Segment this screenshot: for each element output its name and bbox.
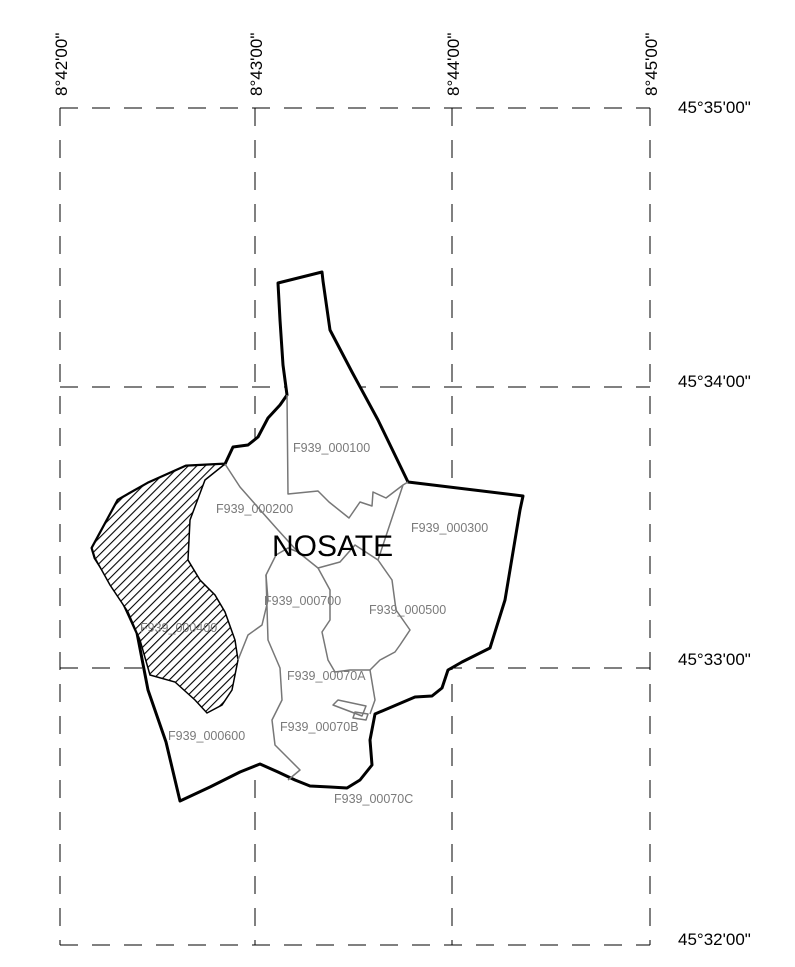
boundary-line [317,567,376,715]
latitude-labels: 45°35'00" 45°34'00" 45°33'00" 45°32'00" [678,98,751,949]
longitude-label: 8°43'00" [247,33,266,96]
parcel-label: F939_000600 [168,729,245,743]
parcel-label: F939_000300 [411,521,488,535]
parcel-label: F939_000400 [140,621,217,635]
latitude-label: 45°35'00" [678,98,751,117]
longitude-labels: 8°42'00" 8°43'00" 8°44'00" 8°45'00" [52,33,661,96]
parcel-label: F939_000500 [369,603,446,617]
parcel-boundaries [224,394,411,781]
municipality-name: NOSATE [272,530,393,563]
latitude-label: 45°32'00" [678,930,751,949]
boundary-line [286,394,409,519]
parcel-labels: F939_000100 F939_000200 F939_000300 F939… [140,441,488,806]
latitude-label: 45°34'00" [678,372,751,391]
longitude-label: 8°45'00" [642,33,661,96]
longitude-label: 8°42'00" [52,33,71,96]
parcel-label: F939_00070A [287,669,366,683]
parcel-label: F939_00070C [334,792,413,806]
parcel-label: F939_000100 [293,441,370,455]
parcel-label: F939_000200 [216,502,293,516]
boundary-line [352,711,369,721]
hatched-parcel[interactable] [91,463,239,714]
boundary-line [265,574,301,781]
latitude-label: 45°33'00" [678,650,751,669]
longitude-label: 8°44'00" [444,33,463,96]
boundary-line [332,699,367,717]
parcel-label: F939_00070B [280,720,359,734]
boundary-line [369,484,411,671]
parcel-label: F939_000700 [264,594,341,608]
